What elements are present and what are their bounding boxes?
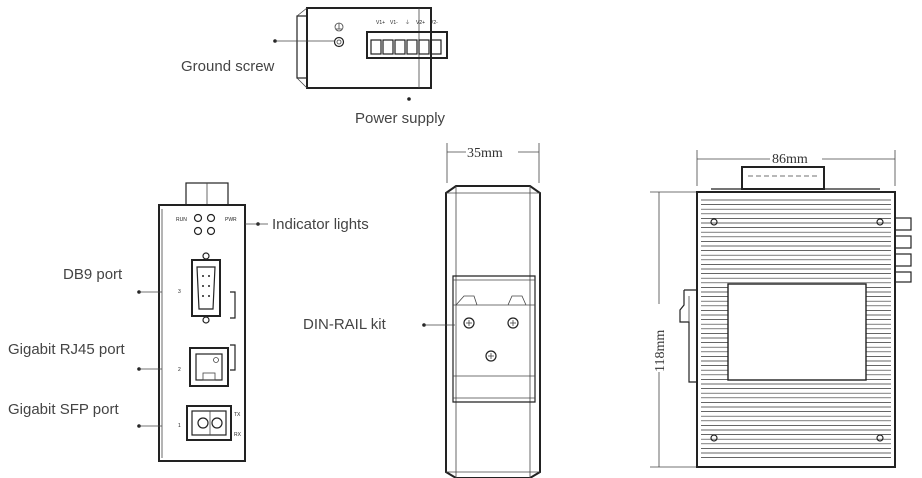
terminal-label: ⏚ — [405, 19, 410, 26]
corner-screw-icon — [710, 434, 718, 442]
led-label-run: RUN — [176, 217, 187, 223]
rj45-port-icon — [189, 347, 229, 387]
power-terminal-block: V1+ V1- ⏚ V2+ V2- — [366, 19, 448, 59]
din-rail-screw-icon — [507, 317, 519, 329]
din-rail-screw-icon — [463, 317, 475, 329]
side-view: 35mm DIN-RAIL kit — [303, 143, 541, 478]
indicator-led-icons — [193, 213, 216, 236]
ground-screw-icon — [333, 36, 345, 48]
front-view: RUN PWR 3 2 — [8, 182, 369, 462]
side-ports — [894, 217, 912, 283]
dimension-back-height: 118mm — [653, 330, 668, 372]
db9-port-icon — [191, 252, 221, 324]
terminal-label: V2- — [430, 20, 438, 26]
callout-sfp-port: Gigabit SFP port — [8, 401, 119, 418]
din-rail-screw-icon — [485, 350, 497, 362]
terminal-label: V1+ — [376, 20, 385, 26]
dimension-back-width: 86mm — [772, 152, 808, 167]
callout-indicator-lights: Indicator lights — [272, 216, 369, 233]
callout-power-supply: Power supply — [355, 110, 446, 127]
back-view: 86mm 118mm — [650, 150, 912, 468]
terminal-label: V2+ — [416, 20, 425, 26]
callout-ground-screw: Ground screw — [181, 58, 275, 75]
din-clip — [679, 289, 697, 383]
corner-screw-icon — [710, 218, 718, 226]
din-rail-bracket — [452, 275, 536, 403]
port-number: 2 — [178, 367, 181, 373]
sfp-rx-label: RX — [234, 432, 242, 438]
callout-db9-port: DB9 port — [63, 266, 123, 283]
corner-screw-icon — [876, 434, 884, 442]
sfp-port-icon — [186, 405, 232, 441]
callout-rj45-port: Gigabit RJ45 port — [8, 341, 126, 358]
corner-screw-icon — [876, 218, 884, 226]
dimension-side-width: 35mm — [467, 146, 503, 161]
top-view: V1+ V1- ⏚ V2+ V2- Ground screw Power sup… — [181, 7, 448, 127]
port-number: 1 — [178, 423, 181, 429]
port-number: 3 — [178, 289, 181, 295]
led-label-pwr: PWR — [225, 217, 237, 223]
callout-din-rail: DIN-RAIL kit — [303, 316, 387, 333]
terminal-label: V1- — [390, 20, 398, 26]
sfp-tx-label: TX — [234, 412, 241, 418]
ground-symbol-icon — [334, 22, 344, 32]
